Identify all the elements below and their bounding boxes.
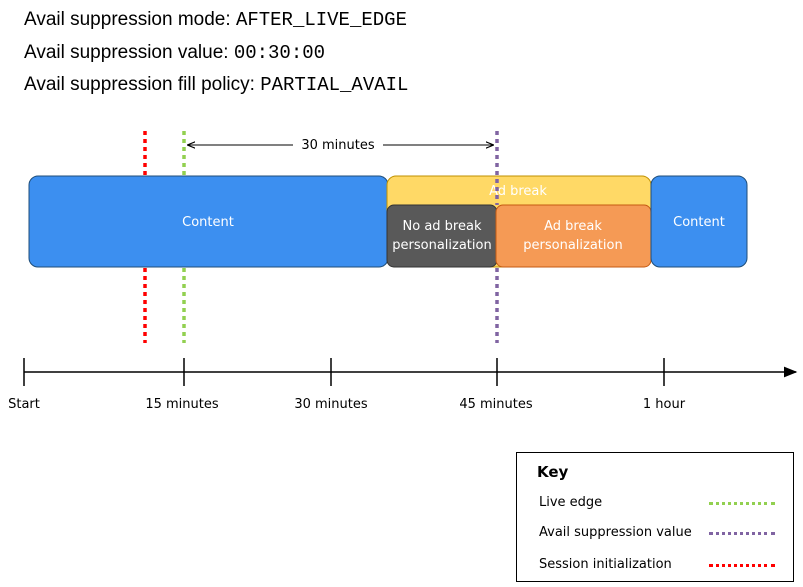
personalization-label-line2: personalization — [523, 238, 622, 253]
personalization-label-line1: Ad break — [544, 219, 602, 234]
setting-value-label: Avail suppression value: — [24, 42, 229, 63]
no-personalization-label-line2: personalization — [392, 238, 491, 253]
span-label: 30 minutes — [301, 138, 375, 153]
legend-swatch-session-init — [709, 564, 775, 567]
tick-label-start: Start — [8, 397, 40, 412]
legend-title: Key — [537, 463, 569, 481]
ad-break-label: Ad break — [489, 184, 547, 199]
setting-value-value: 00:30:00 — [233, 42, 326, 64]
timeline-diagram: Content Ad break No ad break personaliza… — [8, 131, 798, 412]
tick-label-15-minutes: 15 minutes — [145, 397, 219, 412]
legend-label-session-init: Session initialization — [539, 557, 672, 572]
tick-label-1-hour: 1 hour — [643, 397, 686, 412]
legend-swatch-suppression — [709, 532, 775, 535]
tick-label-45-minutes: 45 minutes — [459, 397, 533, 412]
setting-fill-policy-label: Avail suppression fill policy: — [24, 74, 255, 95]
legend-key: Key Live edge Avail suppression value Se… — [516, 452, 794, 582]
legend-swatch-live-edge — [709, 502, 775, 505]
content-box-end — [650, 175, 748, 268]
no-personalization-box — [386, 204, 498, 268]
no-personalization-label-line1: No ad break — [403, 219, 482, 234]
setting-mode: Avail suppression mode: AFTER_LIVE_EDGE — [24, 8, 407, 32]
setting-fill-policy: Avail suppression fill policy: PARTIAL_A… — [24, 73, 408, 97]
setting-value: Avail suppression value: 00:30:00 — [24, 41, 325, 65]
tick-label-30-minutes: 30 minutes — [294, 397, 368, 412]
legend-label-suppression: Avail suppression value — [539, 525, 692, 540]
setting-mode-value: AFTER_LIVE_EDGE — [235, 9, 407, 31]
legend-label-live-edge: Live edge — [539, 495, 603, 510]
setting-mode-label: Avail suppression mode: — [24, 9, 231, 30]
content-box-main-label: Content — [182, 215, 234, 230]
personalization-box — [495, 204, 652, 268]
content-box-end-label: Content — [673, 215, 725, 230]
setting-fill-policy-value: PARTIAL_AVAIL — [260, 74, 409, 96]
